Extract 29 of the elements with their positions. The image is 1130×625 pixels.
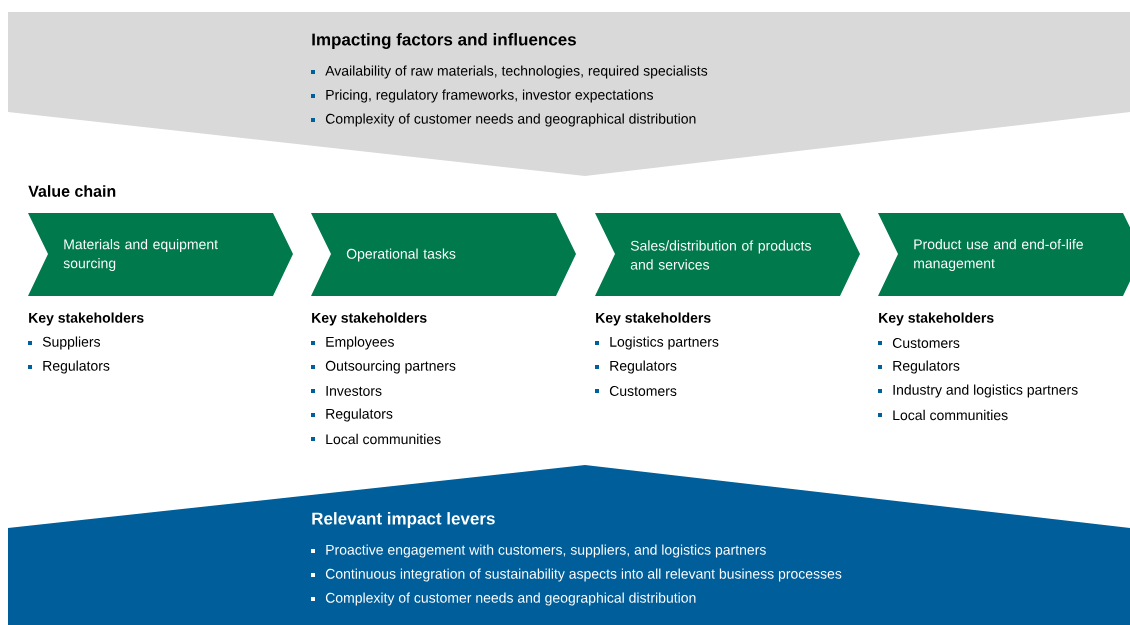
- bullet-item: Logistics partners: [595, 336, 719, 350]
- stakeholder-heading: Key stakeholders: [312, 312, 427, 326]
- process-step-box: Sales/distribution of products and services: [595, 213, 860, 296]
- bullet-item: Availability of raw materials, technologies, required specialists: [311, 65, 708, 79]
- bullet-item: Investors: [311, 386, 382, 396]
- bullet-item: Local communities: [878, 409, 1008, 421]
- bullet-item: Regulators: [28, 360, 110, 374]
- bullet-item: Complexity of customer needs and geographical distribution: [311, 113, 696, 127]
- bullet-item: Proactive engagement with customers, suppliers, and logistics partners: [311, 544, 766, 558]
- bullet-item: Customers: [595, 386, 677, 396]
- stakeholder-heading: Key stakeholders: [596, 312, 711, 326]
- bullet-item: Local communities: [311, 433, 441, 445]
- bullet-item: Regulators: [311, 408, 393, 422]
- process-step-box: Operational tasks: [311, 213, 576, 296]
- process-step-box: Product use and end-of-life management: [878, 213, 1130, 296]
- process-step-box: Materials and equipment sourcing: [28, 213, 293, 296]
- bullet-item: Continuous integration of sustainability aspects into all relevant business processes: [311, 568, 842, 582]
- bullet-item: Customers: [878, 338, 960, 348]
- bullet-item: Regulators: [595, 360, 677, 374]
- bullet-item: Pricing, regulatory frameworks, investor expectations: [311, 89, 653, 103]
- bullet-item: Industry and logistics partners: [878, 384, 1078, 398]
- bullet-item: Suppliers: [28, 336, 101, 350]
- bullet-item: Complexity of customer needs and geographical distribution: [311, 592, 696, 606]
- section-heading: Value chain: [28, 185, 116, 197]
- stakeholder-heading: Key stakeholders: [879, 312, 994, 326]
- bullet-item: Regulators: [878, 360, 960, 374]
- stakeholder-heading: Key stakeholders: [29, 312, 144, 326]
- bullet-item: Employees: [311, 336, 394, 350]
- bullet-item: Outsourcing partners: [311, 360, 456, 374]
